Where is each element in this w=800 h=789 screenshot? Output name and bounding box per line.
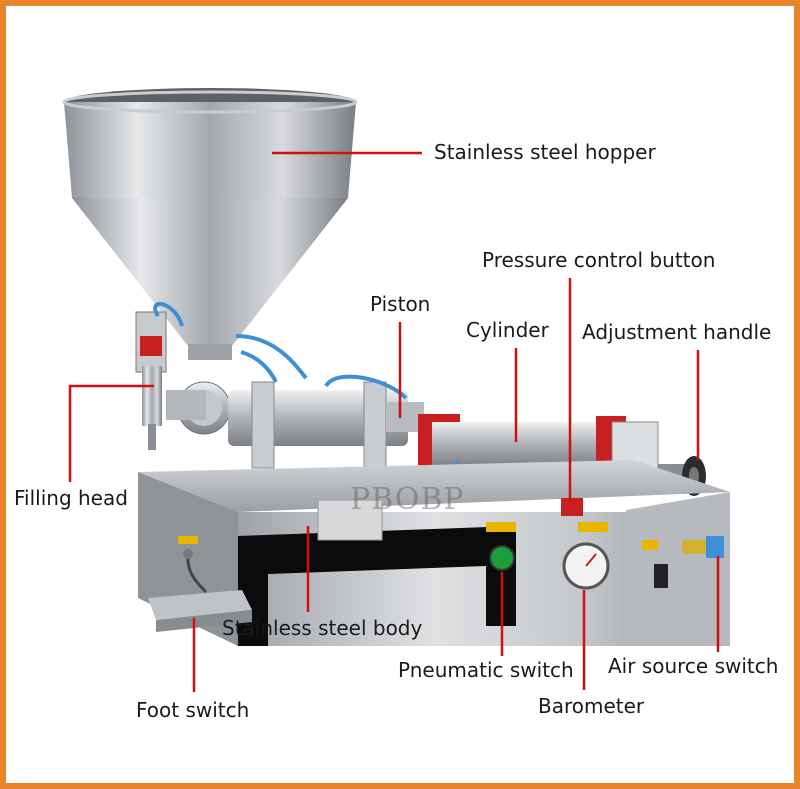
label-foot-switch: Foot switch <box>136 698 250 722</box>
label-filling-head: Filling head <box>14 486 128 510</box>
label-air-source-switch: Air source switch <box>608 654 779 678</box>
label-cylinder: Cylinder <box>466 318 549 342</box>
filling-machine-illustration <box>62 88 730 692</box>
leader-lines <box>68 151 720 692</box>
label-pneumatic-switch: Pneumatic switch <box>398 658 574 682</box>
stainless-steel-hopper <box>62 88 358 360</box>
air-source-switch <box>682 536 724 558</box>
watermark-text: PBOBP <box>350 482 465 517</box>
leader-filling-head <box>68 384 154 482</box>
label-piston: Piston <box>370 292 431 316</box>
foot-switch <box>148 549 252 632</box>
label-adjustment-handle: Adjustment handle <box>582 320 772 344</box>
filling-head-assembly <box>135 302 308 450</box>
label-barometer: Barometer <box>538 694 645 718</box>
piston-cylinder <box>228 374 424 469</box>
label-stainless-steel-body: Stainless steel body <box>222 616 423 640</box>
label-pressure-control-button: Pressure control button <box>482 248 716 272</box>
label-stainless-steel-hopper: Stainless steel hopper <box>434 140 656 164</box>
barometer <box>562 542 610 590</box>
pneumatic-switch <box>489 545 515 571</box>
